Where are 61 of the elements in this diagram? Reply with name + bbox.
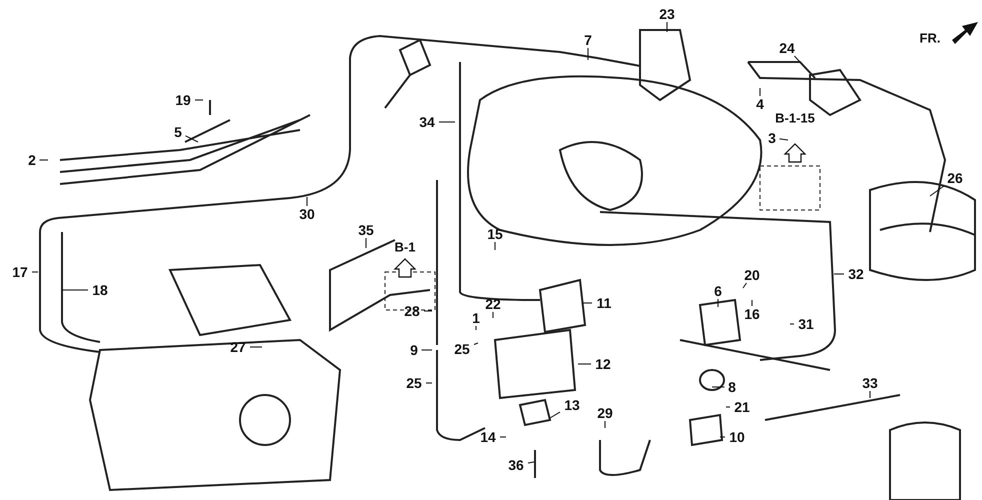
callout-number: 3 [768,130,776,146]
callout-number: 12 [595,356,611,372]
leader-line [500,436,506,438]
callout-number: 18 [92,282,108,298]
callout-number: 6 [714,283,722,299]
leader-line [528,462,534,464]
callout-number: 28 [404,303,420,319]
callout-number: 27 [230,339,246,355]
callout-number: 22 [485,296,501,312]
callout-number: 7 [584,32,592,48]
callout-number: 34 [419,114,435,130]
callout-number: 30 [299,206,315,222]
callout-number: 36 [508,457,524,473]
callout-number: 10 [729,429,745,445]
callout-number: 26 [947,170,963,186]
leader-line [494,242,496,250]
leader-line [306,196,308,206]
direction-label: FR. [920,30,940,46]
callout-number: 9 [410,342,418,358]
callout-number: 24 [779,40,795,56]
callout-number: 25 [406,375,422,391]
reference-label: B-1 [394,240,416,254]
callout-number: 15 [487,226,503,242]
callout-number: 14 [480,429,496,445]
callout-number: 11 [596,295,612,311]
callout-number: 8 [728,379,736,395]
leader-line [474,342,478,345]
callout-number: 4 [756,96,764,112]
callout-number: 17 [12,264,28,280]
callout-number: 13 [564,397,580,413]
callout-number: 16 [744,306,760,322]
leader-line [492,312,494,318]
callout-number: 32 [848,266,864,282]
callout-number: 31 [798,316,814,332]
callout-number: 5 [174,124,182,140]
callout-number: 29 [597,405,613,421]
callout-number: 19 [175,92,191,108]
leader-line [720,436,726,438]
leader-line [794,56,800,62]
leader-line [250,346,262,348]
leader-line [666,22,668,32]
callout-number: 2 [28,152,36,168]
leader-line [779,138,788,140]
leader-line [712,386,725,388]
callout-number: 35 [358,222,374,238]
callout-number: 1 [472,310,480,326]
leader-line [424,310,432,312]
leader-line [604,420,606,428]
reference-label: B-1-15 [775,110,815,126]
leader-line [550,412,560,418]
callout-number: 21 [734,399,750,415]
leader-line [726,406,730,408]
callout-number: 25 [454,341,470,357]
leader-line [742,282,747,288]
leader-line [582,302,592,304]
leader-line [185,135,198,142]
leader-line [930,186,944,196]
callout-number: 23 [659,6,675,22]
callout-number: 33 [862,375,878,391]
callout-number: 20 [744,267,760,283]
leader-line [426,382,432,384]
